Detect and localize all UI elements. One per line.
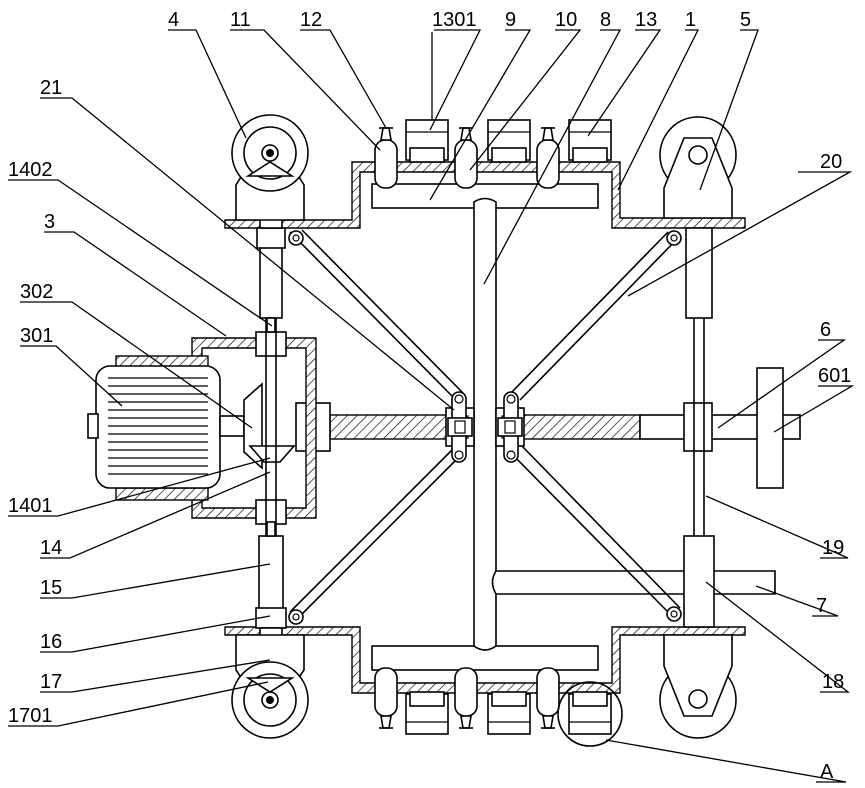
wheel-5 — [660, 117, 736, 218]
label-601: 601 — [818, 365, 851, 387]
label-13: 13 — [635, 9, 657, 31]
label-9: 9 — [505, 9, 516, 31]
label-1701: 1701 — [8, 705, 53, 727]
lead-screw — [296, 403, 800, 451]
label-16: 16 — [40, 631, 62, 653]
label-10: 10 — [555, 9, 577, 31]
label-21: 21 — [40, 77, 62, 99]
bottom-clamps — [375, 668, 611, 734]
label-1301: 1301 — [432, 9, 477, 31]
label-5: 5 — [740, 9, 751, 31]
label-4: 4 — [168, 9, 179, 31]
wheel-4 — [232, 115, 308, 220]
bevel-gears — [244, 384, 294, 468]
label-6: 6 — [820, 319, 831, 341]
label-1: 1 — [685, 9, 696, 31]
wheel-lower-right — [660, 635, 736, 738]
label-20: 20 — [820, 151, 842, 173]
label-a: A — [820, 761, 834, 783]
label-302: 302 — [20, 281, 53, 303]
motor-301 — [88, 356, 244, 500]
label-15: 15 — [40, 577, 62, 599]
label-14: 14 — [40, 537, 62, 559]
label-19: 19 — [822, 537, 844, 559]
label-12: 12 — [300, 9, 322, 31]
top-clamps — [375, 120, 611, 188]
label-1401: 1401 — [8, 495, 53, 517]
label-1402: 1402 — [8, 159, 53, 181]
label-3: 3 — [44, 211, 55, 233]
label-18: 18 — [822, 671, 844, 693]
label-8: 8 — [600, 9, 611, 31]
horizontal-arm-7 — [493, 571, 776, 594]
label-301: 301 — [20, 325, 53, 347]
label-11: 11 — [230, 9, 251, 31]
label-17: 17 — [40, 671, 62, 693]
label-7: 7 — [816, 595, 827, 617]
